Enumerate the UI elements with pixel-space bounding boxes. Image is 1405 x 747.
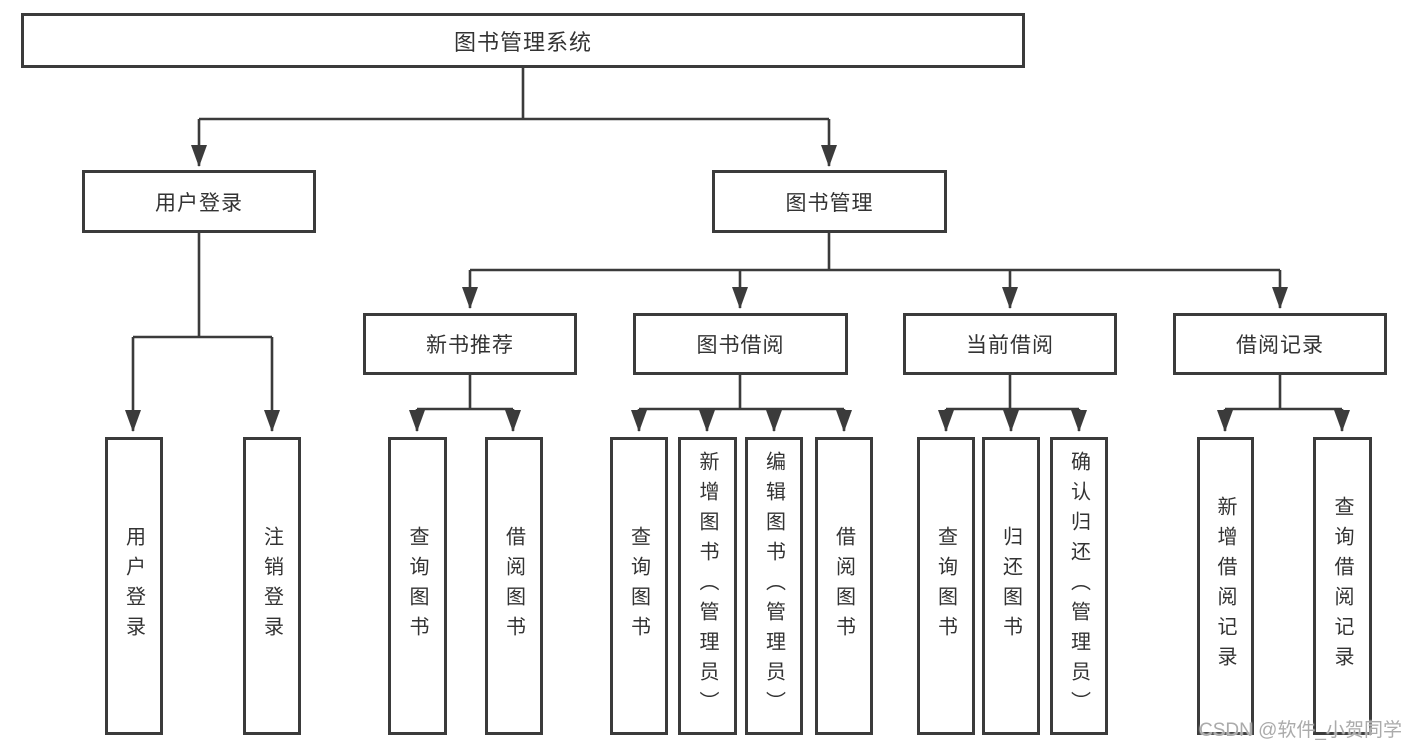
leaf-add-borrow-record: 新增借阅记录 [1197,437,1254,735]
leaf-user-login: 用户登录 [105,437,163,735]
leaf-label: 查询图书 [934,526,957,646]
leaf-label: 新增借阅记录 [1214,496,1236,676]
leaf-query-borrow-record: 查询借阅记录 [1313,437,1372,735]
leaf-query-books-current: 查询图书 [917,437,975,735]
leaf-query-books-borrowing: 查询图书 [610,437,668,735]
leaf-label: 查询借阅记录 [1331,496,1353,676]
leaf-label: 借阅图书 [832,526,855,646]
leaf-label: 新增图书（管理员） [696,451,718,721]
node-current-borrowing: 当前借阅 [903,313,1117,375]
leaf-label: 查询图书 [627,526,650,646]
leaf-label: 用户登录 [122,526,145,646]
leaf-edit-books-admin: 编辑图书（管理员） [745,437,803,735]
node-new-book-recommend: 新书推荐 [363,313,577,375]
leaf-label: 注销登录 [260,526,283,646]
leaf-return-books: 归还图书 [982,437,1040,735]
node-borrowing-records: 借阅记录 [1173,313,1387,375]
leaf-label: 归还图书 [999,526,1022,646]
leaf-logout: 注销登录 [243,437,301,735]
leaf-confirm-return-admin: 确认归还（管理员） [1050,437,1108,735]
leaf-borrow-books-recommend: 借阅图书 [485,437,543,735]
leaf-add-books-admin: 新增图书（管理员） [678,437,737,735]
node-library-system: 图书管理系统 [21,13,1025,68]
leaf-label: 确认归还（管理员） [1067,451,1090,721]
node-book-management: 图书管理 [712,170,947,233]
node-user-login: 用户登录 [82,170,316,233]
node-book-borrowing: 图书借阅 [633,313,848,375]
leaf-label: 查询图书 [406,526,428,646]
csdn-watermark: CSDN @软件_小贺同学 [1199,720,1402,741]
leaf-borrow-books: 借阅图书 [815,437,873,735]
leaf-query-books-recommend: 查询图书 [388,437,447,735]
leaf-label: 编辑图书（管理员） [762,451,785,721]
leaf-label: 借阅图书 [502,526,525,646]
